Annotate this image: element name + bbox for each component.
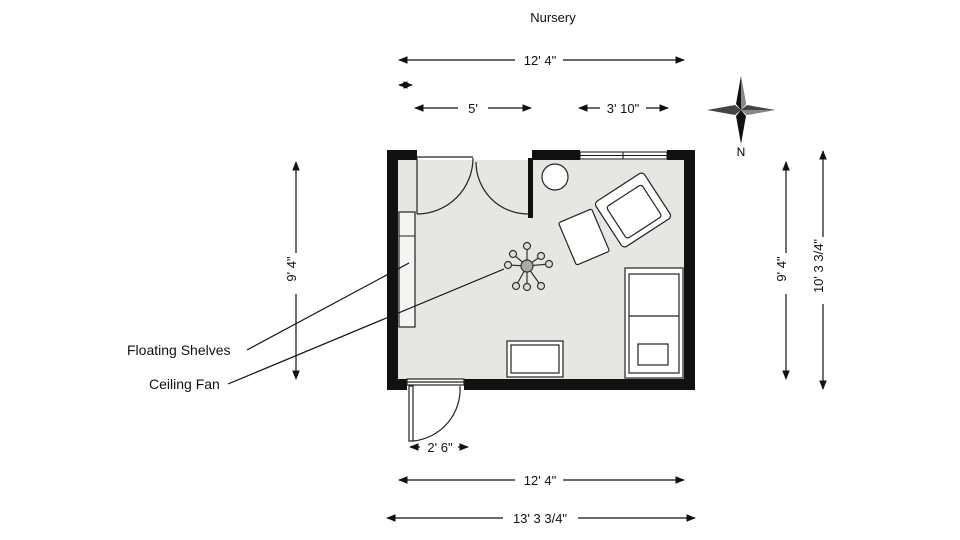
dim-3ft10-label: 3' 10" <box>607 101 640 116</box>
walls <box>387 150 695 390</box>
window <box>579 151 668 160</box>
dim-right-outer-label: 10' 3 3/4" <box>811 239 826 293</box>
wall-left <box>387 150 398 390</box>
dim-left-label: 9' 4" <box>284 256 299 282</box>
compass-label: N <box>737 145 746 159</box>
dim-top-overall-label: 12' 4" <box>524 53 557 68</box>
closet-doors <box>416 156 529 215</box>
dim-bottom-outer-label: 13' 3 3/4" <box>513 511 567 526</box>
ottoman <box>558 208 610 266</box>
ceiling-fan-icon <box>503 241 554 292</box>
compass-icon: N <box>707 76 775 159</box>
wall-top-middle <box>532 150 580 160</box>
wall-bottom-right <box>464 379 695 390</box>
dresser <box>506 340 564 378</box>
armchair <box>594 172 672 248</box>
dimension-labels: 12' 4" 5' 3' 10" 9' 4" 9' 4" 10' 3 3/4" … <box>284 53 826 526</box>
round-table <box>541 163 569 191</box>
dim-5ft-label: 5' <box>468 101 478 116</box>
leader-shelves <box>246 262 410 351</box>
dim-right-inner-label: 9' 4" <box>774 256 789 282</box>
dimension-lines <box>292 56 827 522</box>
wall-top-left-stub <box>387 150 417 160</box>
callout-ceiling-fan: Ceiling Fan <box>149 376 220 392</box>
floating-shelves <box>398 211 416 328</box>
callout-floating-shelves: Floating Shelves <box>127 342 231 358</box>
wall-top-right <box>667 150 695 160</box>
page-title: Nursery <box>530 10 576 25</box>
leader-fan <box>227 268 505 385</box>
wall-bottom-left <box>387 379 407 390</box>
wall-closet-jamb <box>528 158 533 218</box>
callout-leaders <box>227 262 505 385</box>
entry-door <box>406 378 465 442</box>
dim-door-label: 2' 6" <box>427 440 453 455</box>
wall-right <box>684 150 695 390</box>
dim-bottom-inner-label: 12' 4" <box>524 473 557 488</box>
crib <box>624 267 684 379</box>
